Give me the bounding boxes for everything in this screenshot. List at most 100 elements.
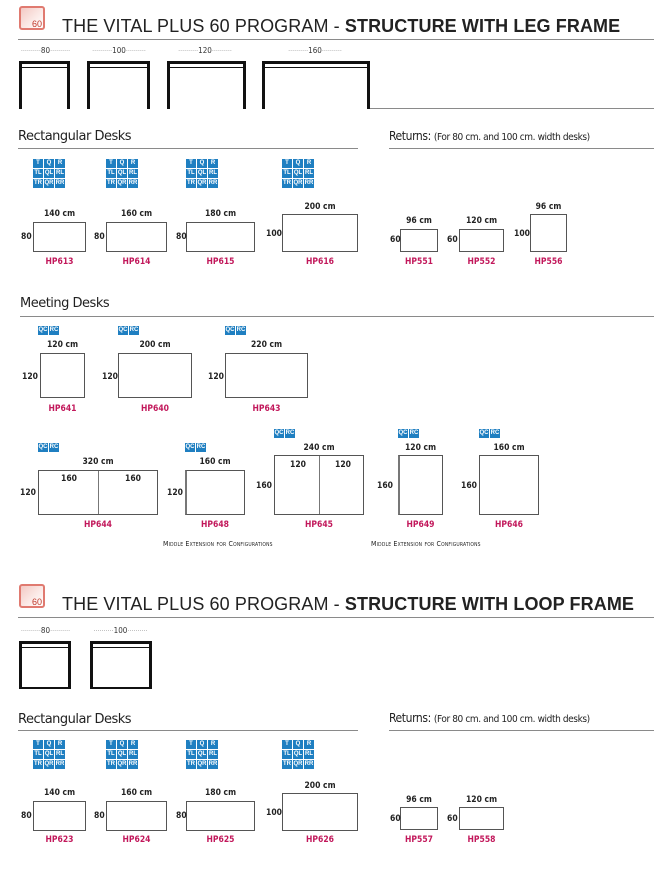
desk-shape [33, 801, 86, 831]
desk-shape [398, 455, 443, 515]
product-code: HP614 [122, 257, 151, 267]
desk-depth: 160 [377, 481, 393, 491]
badge: QR [44, 179, 54, 188]
middle-extension-caption: Middle Extension for Configurations [163, 540, 273, 548]
desk-depth: 100 [266, 229, 282, 239]
loop-frame-100 [90, 641, 152, 689]
badge: Q [44, 740, 54, 749]
badge: QL [197, 750, 207, 759]
badge: QC [118, 326, 128, 335]
product-code: HP613 [45, 257, 74, 267]
return-depth: 60 [447, 814, 458, 824]
desk-width: 200 cm [304, 202, 336, 212]
product-code: HP643 [252, 404, 281, 414]
returns-note: (For 80 cm. and 100 cm. width desks) [433, 714, 590, 725]
middle-extension-caption: Middle Extension for Configurations [371, 540, 481, 548]
badge: T [282, 740, 292, 749]
badge: TL [186, 750, 196, 759]
badge: TR [33, 179, 43, 188]
return-shape [400, 229, 438, 252]
return-width: 96 cm [406, 795, 432, 805]
title-normal: THE VITAL PLUS 60 PROGRAM - [62, 16, 345, 36]
product-code: HP552 [467, 257, 496, 267]
product-code: HP648 [201, 520, 229, 530]
badge: RL [128, 750, 138, 759]
badge: QC [479, 429, 489, 438]
title-normal: THE VITAL PLUS 60 PROGRAM - [62, 594, 345, 614]
badge: TR [106, 179, 116, 188]
badge: RC [49, 326, 59, 335]
badge: QC [38, 326, 48, 335]
product-code: HP615 [206, 257, 235, 267]
badge: T [106, 740, 116, 749]
desk-width: 200 cm [304, 781, 336, 791]
badge: RR [55, 179, 65, 188]
badge: R [128, 740, 138, 749]
desk-depth: 80 [94, 232, 105, 242]
desk-shape: 120 120 [274, 455, 364, 515]
inner-width: 120 [290, 460, 306, 470]
badge: QL [117, 750, 127, 759]
return-width: 96 cm [406, 216, 432, 226]
return-depth: 60 [390, 235, 401, 245]
returns-heading-leg: Returns: (For 80 cm. and 100 cm. width d… [389, 129, 590, 143]
returns-label: Returns: [389, 129, 431, 143]
frame-width-100: 100 [89, 626, 152, 635]
badge: RR [128, 760, 138, 769]
desk-shape [118, 353, 192, 398]
badge: RR [55, 760, 65, 769]
badge: QL [293, 750, 303, 759]
badge: T [33, 740, 43, 749]
desk-shape [185, 470, 245, 515]
frame-width-100: 100 [86, 46, 152, 55]
badge: TR [282, 179, 292, 188]
badge: T [33, 159, 43, 168]
product-code: HP645 [305, 520, 333, 530]
title-bold: STRUCTURE WITH LEG FRAME [344, 16, 621, 36]
badge: R [55, 159, 65, 168]
desk-depth: 80 [94, 811, 105, 821]
badge: QR [117, 760, 127, 769]
badge: TR [106, 760, 116, 769]
badge: QL [197, 169, 207, 178]
badge: TL [33, 169, 43, 178]
product-code: HP626 [306, 835, 334, 845]
badge: QC [38, 443, 48, 452]
badge: Q [117, 159, 127, 168]
badge: TL [282, 169, 292, 178]
logo-number: 60 [31, 597, 42, 607]
logo-number: 60 [31, 19, 42, 29]
desk-shape [106, 801, 167, 831]
badge: T [106, 159, 116, 168]
page-title-leg: THE VITAL PLUS 60 PROGRAM - STRUCTURE WI… [62, 16, 620, 37]
desk-shape [282, 214, 358, 252]
return-shape [459, 807, 504, 830]
badge: QR [197, 760, 207, 769]
badge: QL [44, 750, 54, 759]
badge: RL [128, 169, 138, 178]
return-shape [530, 214, 567, 252]
desk-width: 320 cm [82, 457, 114, 467]
desk-width: 140 cm [43, 209, 76, 219]
desk-depth: 120 [22, 372, 38, 382]
badge: QR [117, 179, 127, 188]
frame-baseline [370, 108, 654, 109]
return-depth: 60 [390, 814, 401, 824]
product-code: HP644 [84, 520, 112, 530]
desk-width: 140 cm [43, 788, 76, 798]
badge: Q [197, 159, 207, 168]
badge: RL [304, 750, 314, 759]
section-heading-meeting: Meeting Desks [20, 296, 110, 311]
badge: QR [44, 760, 54, 769]
product-code: HP556 [534, 257, 563, 267]
